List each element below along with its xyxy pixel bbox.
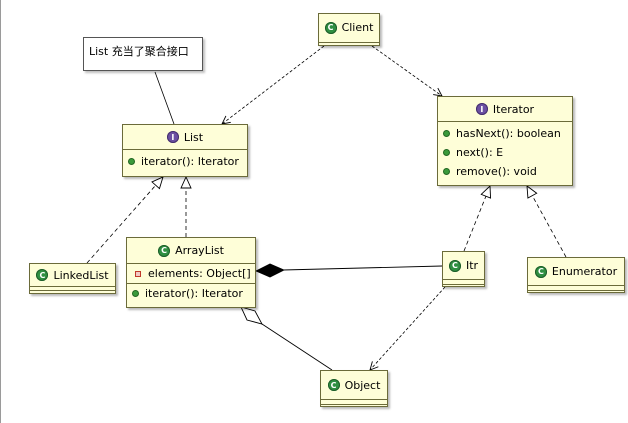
field-label: elements: Object[] [148, 267, 251, 280]
class-name-iterator: Iterator [492, 102, 535, 116]
method-label: hasNext(): boolean [456, 127, 561, 140]
note-anchor-line [154, 71, 175, 125]
linkedlist-realizes-list [86, 176, 164, 264]
note-box: List 充当了聚合接口 [83, 37, 203, 71]
method-row: hasNext(): boolean [443, 124, 572, 143]
class-client[interactable]: C Client [318, 13, 380, 46]
method-label: remove(): void [456, 165, 537, 178]
public-method-icon [128, 158, 135, 165]
interface-iterator[interactable]: I Iterator hasNext(): boolean next(): E … [437, 96, 573, 186]
class-name-client: Client [341, 21, 374, 34]
composition-diamond [255, 263, 285, 278]
class-name-arraylist: ArrayList [175, 244, 224, 257]
method-row: next(): E [443, 143, 572, 162]
class-itr[interactable]: C Itr [442, 251, 485, 287]
itr-realizes-iterator [463, 184, 492, 252]
method-label: iterator(): Iterator [145, 287, 243, 300]
public-method-icon [132, 290, 139, 297]
interface-list[interactable]: I List iterator(): Iterator [122, 124, 248, 177]
public-method-icon [443, 149, 450, 156]
method-label: iterator(): Iterator [141, 155, 239, 168]
class-enumerator[interactable]: C Enumerator [527, 257, 625, 293]
enumerator-realizes-iterator [526, 185, 567, 258]
class-name-enumerator: Enumerator [551, 265, 618, 278]
method-row: iterator(): Iterator [132, 284, 255, 303]
public-method-icon [443, 168, 450, 175]
class-name-object: Object [344, 378, 381, 392]
private-field-icon [135, 270, 141, 277]
method-row: iterator(): Iterator [128, 152, 247, 171]
client-to-list-dependency [221, 45, 325, 125]
class-icon: C [327, 379, 340, 391]
client-to-iterator-dependency [371, 45, 443, 97]
method-label: next(): E [456, 146, 504, 159]
canvas-left-border [0, 0, 1, 423]
arraylist-object-aggregation-line [261, 323, 333, 371]
class-arraylist[interactable]: C ArrayList elements: Object[] iterator(… [126, 237, 256, 308]
arraylist-itr-composition-line [282, 265, 443, 271]
class-icon: C [36, 269, 49, 281]
class-linkedlist[interactable]: C LinkedList [29, 263, 116, 294]
class-name-linkedlist: LinkedList [53, 268, 109, 282]
class-name-list: List [183, 130, 204, 144]
class-object[interactable]: C Object [320, 370, 388, 407]
public-method-icon [443, 130, 450, 137]
class-icon: C [324, 21, 337, 34]
class-icon: C [534, 265, 547, 278]
interface-icon: I [166, 131, 179, 143]
class-icon: C [448, 259, 461, 272]
itr-to-object-dependency [369, 286, 446, 371]
method-row: remove(): void [443, 162, 572, 181]
class-icon: C [158, 244, 171, 257]
note-text: List 充当了聚合接口 [89, 45, 189, 58]
aggregation-diamond [240, 306, 263, 325]
field-row: elements: Object[] [135, 264, 255, 283]
interface-icon: I [475, 103, 488, 115]
class-name-itr: Itr [465, 259, 479, 272]
